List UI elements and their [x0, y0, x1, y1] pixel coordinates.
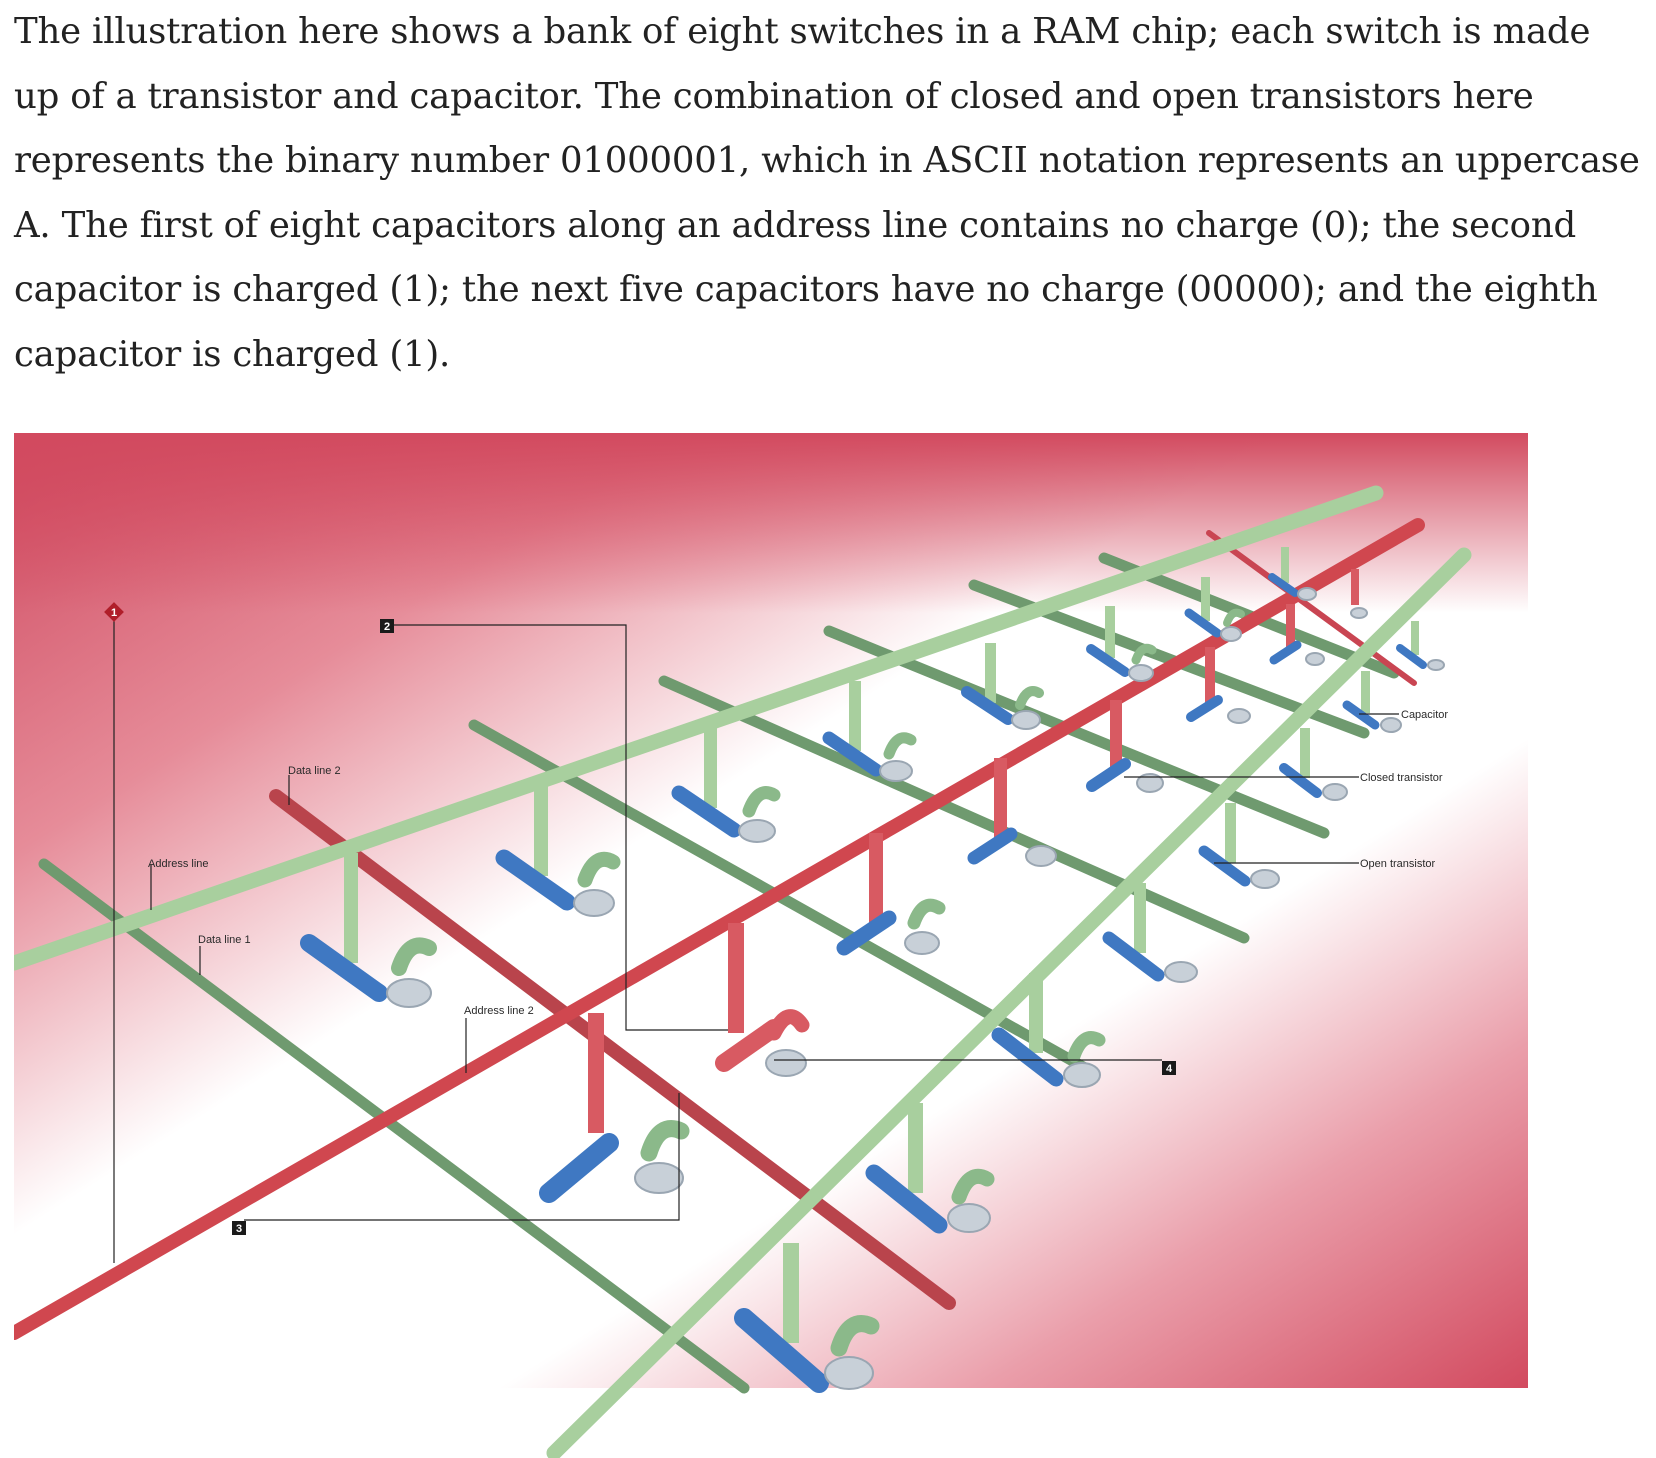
- switch: [495, 776, 621, 917]
- transistors-row-3: [734, 621, 1445, 1393]
- ram-switch-illustration: 1 2 3 4 Address line Data line 1 Data li…: [14, 433, 1628, 1458]
- switch: [1102, 883, 1198, 983]
- data-line-2: [269, 789, 956, 1310]
- switch: [1198, 803, 1280, 889]
- switch: [865, 1103, 995, 1234]
- switch-charged: [715, 923, 810, 1077]
- switch: [991, 973, 1106, 1088]
- switch: [967, 758, 1057, 867]
- transistors-row-1: [300, 547, 1317, 1008]
- switch: [1279, 728, 1348, 801]
- svg-text:2: 2: [384, 621, 390, 633]
- switch: [1342, 671, 1402, 733]
- callout-3-marker: 3: [232, 1221, 246, 1235]
- transistors-row-red: [539, 569, 1368, 1203]
- callout-leaders: [113, 613, 1399, 1263]
- switch: [671, 728, 781, 843]
- switch: [1186, 647, 1251, 724]
- address-line-2: [14, 518, 1425, 1340]
- switch: [1350, 569, 1368, 619]
- svg-text:1: 1: [111, 607, 117, 619]
- switch: [1184, 577, 1245, 642]
- label-data-line-2: Data line 2: [288, 765, 341, 777]
- switch-charged: [539, 1013, 690, 1203]
- switch: [822, 681, 917, 782]
- switch: [961, 643, 1044, 730]
- callout-2-marker: 2: [380, 619, 394, 633]
- label-open-transistor: Open transistor: [1360, 858, 1436, 870]
- svg-text:3: 3: [236, 1223, 242, 1235]
- description-paragraph: The illustration here shows a bank of ei…: [14, 11, 1640, 375]
- switch: [836, 833, 946, 956]
- label-data-line-1: Data line 1: [198, 934, 251, 946]
- svg-text:4: 4: [1166, 1063, 1173, 1075]
- switch: [1396, 621, 1445, 671]
- switch: [1269, 604, 1325, 666]
- switch: [1086, 606, 1157, 682]
- label-address-line-2: Address line 2: [464, 1005, 534, 1017]
- switch: [1086, 700, 1164, 793]
- callout-4-marker: 4: [1162, 1061, 1176, 1075]
- label-capacitor: Capacitor: [1401, 709, 1448, 721]
- switch: [1268, 547, 1317, 601]
- data-line-back-red: [1206, 530, 1417, 686]
- address-lines: [14, 485, 1472, 1458]
- switch: [300, 853, 437, 1008]
- label-closed-transistor: Closed transistor: [1360, 772, 1443, 784]
- label-address-line: Address line: [148, 858, 209, 870]
- switch: [734, 1243, 880, 1393]
